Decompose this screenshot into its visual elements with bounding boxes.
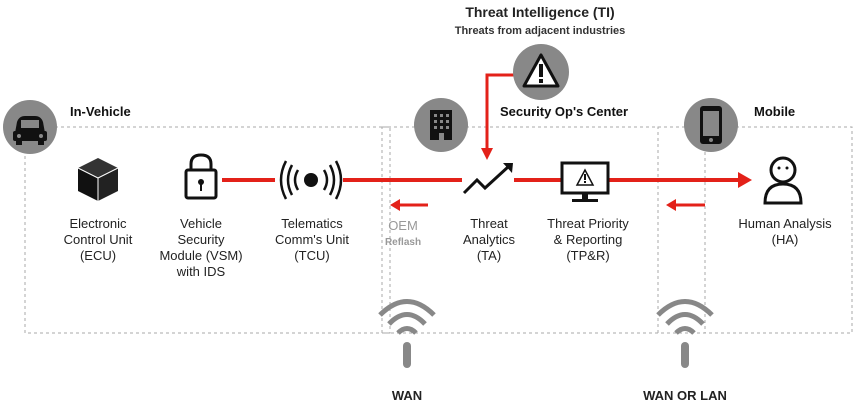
node-label-ha: Human Analysis (HA) — [738, 216, 832, 247]
mobile-box — [657, 126, 853, 334]
section-label-in-vehicle: In-Vehicle — [70, 104, 131, 119]
wan-or-lan-label: WAN OR LAN — [643, 388, 727, 403]
in-vehicle-box — [24, 126, 391, 334]
wifi-icon — [378, 299, 436, 368]
node-label-ecu: Electronic Control Unit (ECU) — [63, 216, 133, 263]
node-label-tpr: Threat Priority & Reporting (TP&R) — [547, 216, 629, 263]
soc-box — [381, 126, 706, 334]
ti-arrow — [485, 73, 518, 150]
car-icon — [3, 100, 57, 154]
building-icon — [414, 98, 468, 152]
reflash-label: Reflash — [384, 237, 422, 248]
lock-icon — [184, 153, 218, 200]
oem-label: OEM — [388, 218, 418, 233]
phone-icon — [684, 98, 738, 152]
diagram-subtitle: Threats from adjacent industries — [454, 25, 626, 37]
section-label-soc: Security Op's Center — [500, 104, 629, 119]
node-label-vsm: Vehicle Security Module (VSM) with IDS — [159, 216, 243, 279]
cube-icon — [77, 158, 119, 201]
node-label-tcu: Telematics Comm's Unit (TCU) — [275, 216, 349, 263]
diagram-title: Threat Intelligence (TI) — [465, 4, 615, 20]
monitor-icon — [560, 161, 610, 202]
wan-label: WAN — [391, 388, 423, 403]
flow-arrowhead — [738, 172, 752, 188]
wifi-icon — [656, 299, 714, 368]
trend-icon — [462, 162, 514, 196]
section-label-mobile: Mobile — [754, 104, 796, 119]
antenna-icon — [275, 160, 343, 200]
warning-icon — [513, 44, 569, 100]
person-icon — [763, 156, 803, 205]
node-label-ta: Threat Analytics (TA) — [462, 216, 516, 263]
